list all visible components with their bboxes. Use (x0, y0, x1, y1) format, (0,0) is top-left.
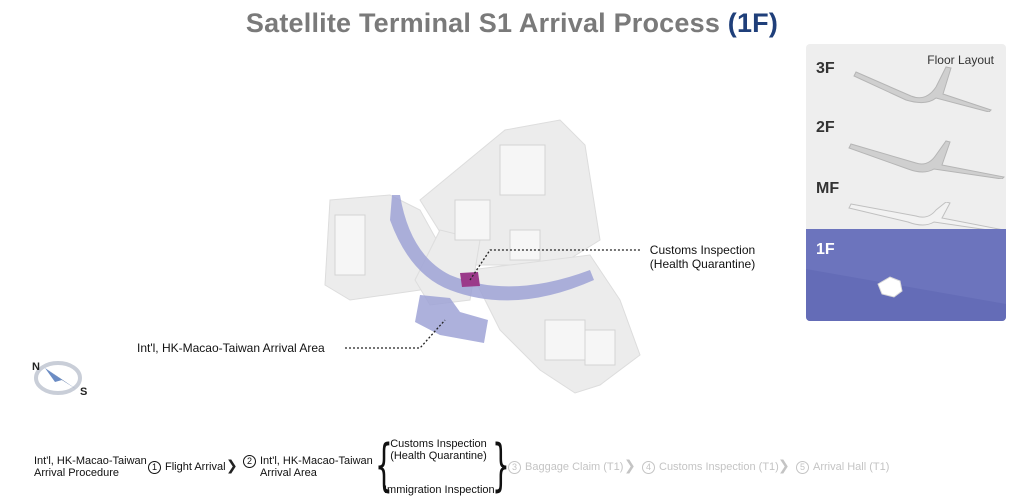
callout-line-customs (469, 249, 640, 281)
callout-line-arrival-area (345, 319, 446, 349)
callout-arrival-area: Int'l, HK-Macao-Taiwan Arrival Area (137, 341, 325, 355)
room (509, 229, 541, 261)
floor-plan-3f-icon (853, 66, 992, 112)
chevron-right-icon: ❯ (226, 457, 238, 473)
procedure-heading: Int'l, HK-Macao-Taiwan Arrival Procedure (34, 455, 147, 479)
step-flight-arrival: 1 Flight Arrival (148, 461, 226, 474)
floor-1f[interactable]: 1F (806, 229, 1006, 321)
arrival-area-shape (415, 295, 488, 343)
step-label-line1: Int'l, HK-Macao-Taiwan (260, 455, 373, 467)
compass-icon: N S (32, 361, 87, 398)
step-label: Baggage Claim (T1) (525, 461, 624, 473)
floor-mf[interactable]: MF (806, 174, 1006, 232)
floor-layout-panel: Floor Layout 3F 2F MF 1F (806, 44, 1006, 321)
brace-right-icon: } (492, 433, 510, 498)
step-number: 4 (642, 461, 655, 474)
room (584, 329, 616, 366)
floor-plan-mf-icon (848, 202, 1006, 232)
chevron-right-icon: ❯ (778, 457, 790, 473)
floor-label: 3F (816, 60, 835, 77)
branch-immigration: Immigration Inspection (384, 484, 495, 496)
step-number: 1 (148, 461, 161, 474)
floor-label: 2F (816, 119, 835, 136)
brace-left-icon: { (375, 433, 393, 498)
room (499, 144, 546, 196)
callout-customs-line1: Customs Inspection (649, 243, 756, 257)
step-baggage-claim: 3 Baggage Claim (T1) (508, 461, 623, 474)
callout-customs-inspection: Customs Inspection (Health Quarantine) (640, 243, 765, 271)
room (454, 199, 491, 241)
floor-plan-2f-icon (848, 140, 1006, 179)
building-rooms (334, 144, 616, 366)
room (544, 319, 586, 361)
floor-2f[interactable]: 2F (806, 109, 1006, 179)
step-customs-inspection-t1: 4 Customs Inspection (T1) (642, 461, 779, 474)
arrival-route-corridor (390, 195, 594, 301)
floor-plan-1f-icon (806, 269, 1006, 321)
branch-customs-line1: Customs Inspection (390, 438, 487, 450)
floor-label: 1F (816, 241, 835, 258)
branch-customs: Customs Inspection (Health Quarantine) (386, 438, 491, 462)
step-label: Customs Inspection (T1) (659, 461, 779, 473)
step-number: 3 (508, 461, 521, 474)
chevron-right-icon: ❯ (624, 457, 636, 473)
callout-customs-line2: (Health Quarantine) (649, 257, 756, 271)
compass-north-label: N (32, 361, 40, 373)
step-label: Arrival Hall (T1) (813, 461, 890, 473)
floor-3f[interactable]: 3F (806, 44, 1006, 112)
floor-layout-header: Floor Layout (927, 53, 994, 67)
room (334, 214, 366, 276)
step-number: 5 (796, 461, 809, 474)
procedure-heading-line2: Arrival Procedure (34, 467, 119, 479)
procedure-heading-line1: Int'l, HK-Macao-Taiwan (34, 455, 147, 467)
branch-customs-line2: (Health Quarantine) (390, 450, 487, 462)
step-label: Flight Arrival (165, 461, 226, 473)
title-floor: (1F) (727, 8, 779, 38)
page-title: Satellite Terminal S1 Arrival Process (1… (0, 8, 1024, 39)
title-main: Satellite Terminal S1 Arrival Process (245, 8, 721, 38)
step-number: 2 (243, 455, 256, 468)
floor-label: MF (816, 180, 840, 197)
compass-south-label: S (80, 386, 87, 398)
step-arrival-area: 2 Int'l, HK-Macao-Taiwan Arrival Area (243, 455, 373, 479)
step-arrival-hall-t1: 5 Arrival Hall (T1) (796, 461, 889, 474)
step-label-line2: Arrival Area (260, 467, 317, 479)
